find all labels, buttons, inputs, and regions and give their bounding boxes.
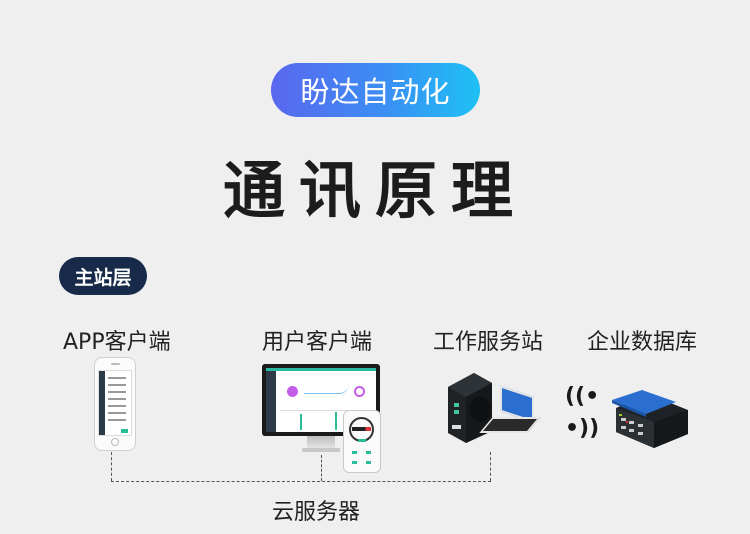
- page-title: 通讯原理: [222, 154, 527, 227]
- server-tower-icon: [448, 373, 492, 443]
- database-server-icon: [612, 390, 688, 448]
- node-label-enterprise-db: 企业数据库: [587, 330, 698, 355]
- brand-badge: 盼达自动化: [271, 63, 480, 117]
- node-label-workstation: 工作服务站: [433, 330, 544, 355]
- cloud-server-label: 云服务器: [272, 500, 361, 525]
- mobile-phone-icon: [343, 410, 381, 473]
- connector-workstation: [490, 452, 491, 481]
- desktop-monitor-icon: [262, 364, 380, 436]
- node-label-user-client: 用户客户端: [262, 330, 373, 355]
- connector-cloud-bus: [111, 481, 491, 482]
- monitor-base: [302, 448, 340, 452]
- layer-badge: 主站层: [59, 257, 147, 295]
- node-label-app-client: APP客户端: [63, 330, 171, 355]
- monitor-stand: [307, 436, 335, 448]
- connector-user-client: [321, 455, 322, 481]
- wifi-signal-right-icon: •)): [565, 416, 600, 441]
- wifi-signal-left-icon: ((•: [565, 384, 600, 409]
- connector-app: [111, 452, 112, 481]
- smartphone-icon: [94, 357, 136, 451]
